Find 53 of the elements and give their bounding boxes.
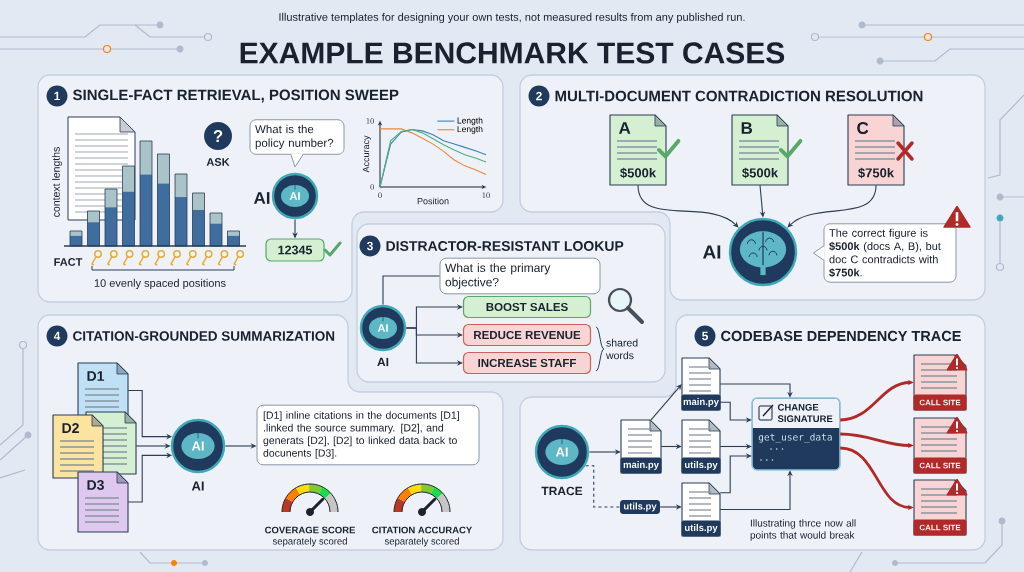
speech-bubble: What is the policy number? — [249, 119, 345, 168]
connector-line — [382, 275, 441, 306]
panel-heading: SINGLE-FACT RETRIEVAL, POSITION SWEEP — [73, 89, 399, 103]
node-label: ASK — [206, 158, 230, 166]
text-label: shared words — [606, 338, 638, 360]
arrow — [719, 453, 752, 494]
node-label: AI — [703, 245, 721, 259]
arrow — [787, 184, 877, 228]
panel-heading: CODEBASE DEPENDENCY TRACE — [721, 330, 961, 342]
node-label: TRACE — [541, 486, 583, 496]
arrow — [719, 401, 752, 423]
arrow — [405, 327, 463, 366]
panel-heading: CITATION-GROUNDED SUMMARIZATION — [73, 331, 335, 341]
arrow — [588, 449, 621, 455]
number-badge: 1 — [46, 85, 68, 107]
number-badge: 2 — [528, 85, 550, 107]
number-badge: 3 — [359, 235, 381, 257]
node-label: AI — [191, 481, 204, 491]
legend-label: Length — [457, 125, 483, 134]
number-badge: 5 — [694, 325, 716, 347]
connector-line — [585, 465, 621, 508]
speech-bubble: The correct figure is $500k (docs A, B), but doc C contradicts with $750k. — [813, 223, 957, 283]
code-box: CHANGE SIGNATURE get_user_data ... ... — [751, 397, 841, 471]
option-box: REDUCE REVENUE — [462, 323, 592, 347]
axis-label: context lengths — [52, 147, 62, 217]
arrow — [840, 379, 914, 422]
panel-heading: DISTRACTOR-RESISTANT LOOKUP — [386, 241, 624, 251]
text-label: separately scored — [384, 537, 459, 547]
answer-box: 12345 — [265, 238, 325, 262]
text-label: FACT — [54, 258, 83, 266]
subtitle: Illustrative templates for designing your own tests, not measured results from any published run. — [279, 12, 745, 24]
text-label: 10 evenly spaced positions — [94, 278, 226, 290]
legend-label: Length — [457, 117, 483, 126]
option-box: INCREASE STAFF — [462, 351, 592, 375]
arrow — [719, 470, 793, 511]
node-label: AI — [377, 357, 389, 367]
number-badge: 4 — [46, 325, 68, 347]
gauge-label: COVERAGE SCORE — [265, 526, 356, 534]
note: Illustrating thrce now all points that would break — [750, 519, 856, 541]
arrow — [637, 184, 739, 228]
arrow — [650, 384, 682, 421]
gauge-label: CITATION ACCURACY — [372, 526, 473, 534]
speech-bubble: What is the primary objective? — [439, 257, 601, 295]
option-box: BOOST SALES — [462, 295, 592, 319]
node-label: AI — [253, 192, 270, 204]
text-label: separately scored — [272, 537, 347, 547]
title: EXAMPLE BENCHMARK TEST CASES — [240, 42, 785, 64]
arrow — [659, 504, 682, 510]
arrow — [719, 383, 793, 398]
x-axis-title: Position — [417, 197, 449, 205]
y-axis-title: Accuracy — [362, 135, 371, 173]
summary-box: [D1] inline citations in the documents [D1] .linked the source summary. [D2], and generats [D2], [D2] to linked data back to docunents [D3]. — [256, 404, 480, 466]
panel-heading: MULTI-DOCUMENT CONTRADICTION RESOLUTION — [555, 90, 923, 102]
